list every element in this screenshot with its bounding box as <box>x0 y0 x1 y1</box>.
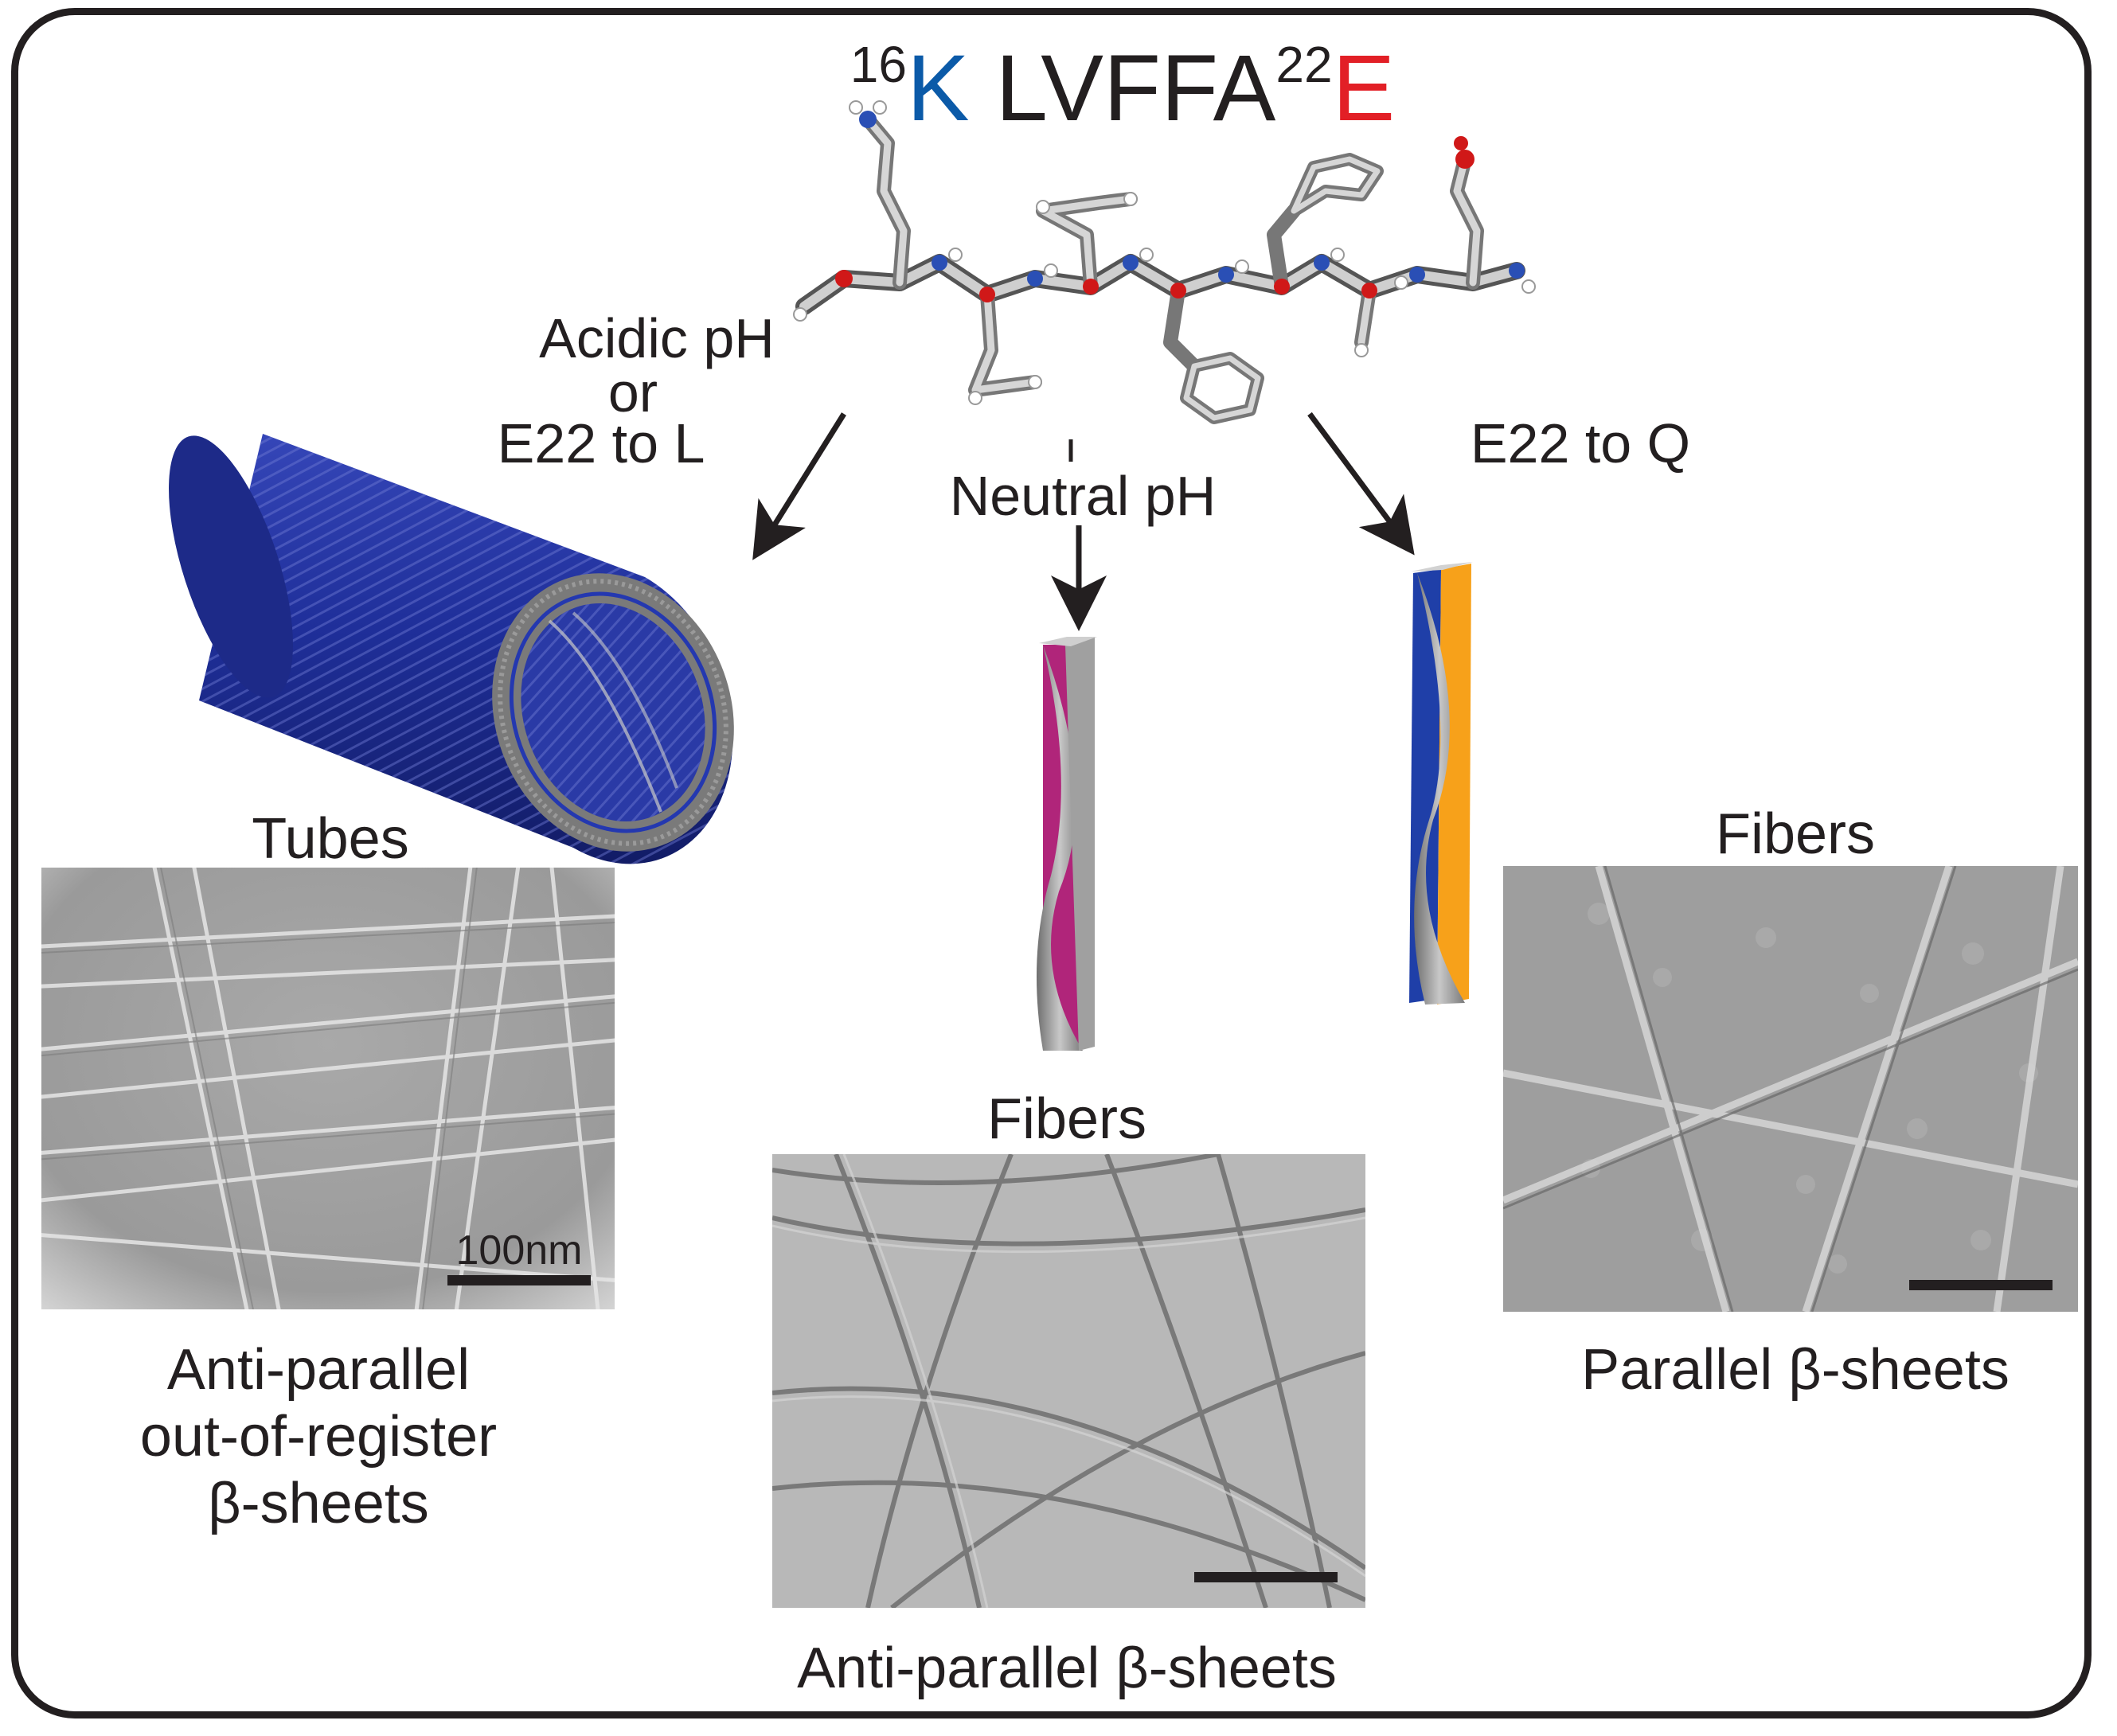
nanotube-model <box>169 434 734 864</box>
tubes-caption-line3: β-sheets <box>208 1472 429 1535</box>
neutral-fibers-heading: Fibers <box>986 1087 1147 1151</box>
twisted-fiber-antiparallel <box>1037 637 1097 1051</box>
tubes-caption-line1: Anti-parallel <box>166 1338 471 1402</box>
tubes-scale-bar-label: 100nm <box>455 1227 583 1274</box>
residue-middle-sequence: LVFFA <box>995 36 1276 141</box>
residue-number-22: 22 <box>1275 36 1333 93</box>
neutral-fibers-scale-bar <box>1194 1572 1338 1582</box>
parallel-fibers-scale-bar <box>1909 1280 2053 1290</box>
condition-acidic-ph: Acidic pH <box>539 307 775 369</box>
peptide-molecule-model <box>793 100 1536 424</box>
arrow-to-parallel-fiber <box>1307 412 1415 556</box>
condition-e22-to-q: E22 to Q <box>1470 412 1691 474</box>
tubes-heading: Tubes <box>252 807 409 871</box>
parallel-fibers-tem-micrograph <box>1503 866 2078 1312</box>
condition-neutral-ph: Neutral pH <box>949 465 1217 527</box>
neutral-fibers-tem-micrograph <box>772 1154 1365 1608</box>
neutral-fibers-caption: Anti-parallel β-sheets <box>797 1637 1337 1700</box>
residue-lysine: K <box>906 36 970 141</box>
tubes-scale-bar <box>447 1275 591 1285</box>
tubes-caption-line2: out-of-register <box>139 1405 498 1469</box>
residue-glutamate: E <box>1332 36 1396 141</box>
residue-number-16: 16 <box>850 36 907 93</box>
parallel-fibers-heading: Fibers <box>1715 802 1876 866</box>
peptide-sequence-title: 16K LVFFA22E <box>850 39 1396 135</box>
arrow-to-tubes <box>752 412 846 560</box>
condition-or: or <box>607 361 658 423</box>
parallel-fibers-caption: Parallel β-sheets <box>1581 1338 2010 1402</box>
condition-e22-to-l: E22 to L <box>497 412 705 474</box>
twisted-fiber-parallel <box>1409 562 1473 1005</box>
tubes-tem-micrograph: 100nm <box>41 868 615 1309</box>
